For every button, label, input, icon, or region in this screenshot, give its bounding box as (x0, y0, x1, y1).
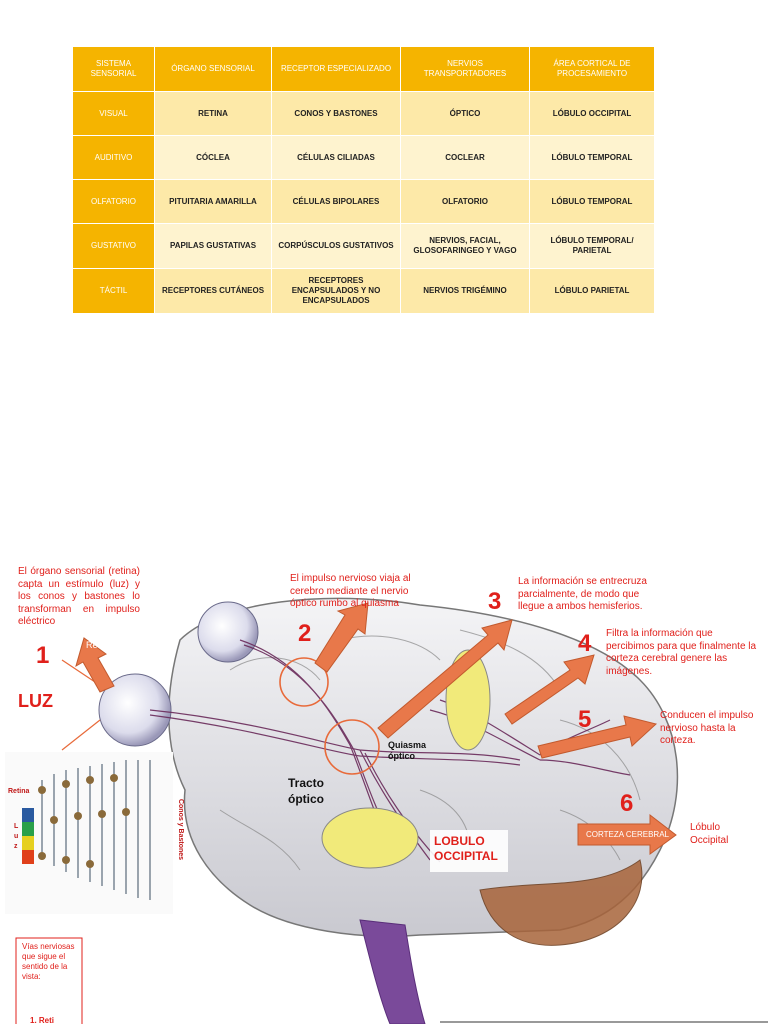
tracto-label: Tracto óptico (287, 776, 324, 806)
brain-illustration (5, 597, 768, 1024)
table-cell: COCLEAR (400, 135, 530, 180)
table-cell: LÓBULO TEMPORAL (529, 135, 655, 180)
lobulo-label: LOBULO OCCIPITAL (434, 834, 498, 863)
table-row: OLFATORIO PITUITARIA AMARILLA CÉLULAS BI… (72, 179, 655, 224)
step4-text: Filtra la información que percibimos par… (606, 628, 757, 677)
step6-number: 6 (620, 790, 634, 817)
luz-vertical-label: Luz (14, 823, 19, 850)
table-cell: OLFATORIO (400, 179, 530, 224)
step2-text: El impulso nervioso viaja al cerebro med… (290, 573, 411, 609)
step5-text: Conducen el impulso nervioso hasta la co… (660, 710, 754, 746)
row-header-cell: GUSTATIVO (72, 223, 155, 269)
step4-number: 4 (578, 630, 592, 657)
table-cell: NERVIOS, FACIAL, GLOSOFARINGEO Y VAGO (400, 223, 530, 269)
step1-text: El órgano sensorial (retina) capta un es… (18, 566, 140, 627)
vias-box (15, 937, 83, 1024)
table-cell: PAPILAS GUSTATIVAS (154, 223, 272, 269)
corteza-arrow-label: CORTEZA CEREBRAL (586, 830, 669, 839)
arrow-3 (377, 619, 513, 739)
table-header-row: SISTEMA SENSORIAL ÓRGANO SENSORIAL RECEP… (72, 46, 655, 92)
vias-list-item: 1. Reti (30, 1016, 55, 1025)
vias-box-text: Vías nerviosas que sigue el sentido de l… (22, 942, 75, 981)
sensory-systems-table: SISTEMA SENSORIAL ÓRGANO SENSORIAL RECEP… (72, 46, 655, 314)
luz-label: LUZ (18, 691, 53, 711)
table-cell: LÓBULO OCCIPITAL (529, 91, 655, 136)
step5-number: 5 (578, 706, 592, 733)
quiasma-label: Quiasma óptico (388, 740, 427, 761)
table-row: GUSTATIVO PAPILAS GUSTATIVAS CORPÚSCULOS… (72, 223, 655, 269)
visual-pathway-diagram: El órgano sensorial (retina) capta un es… (0, 560, 768, 1025)
table-row: TÁCTIL RECEPTORES CUTÁNEOS RECEPTORES EN… (72, 268, 655, 314)
arrow-1 (75, 637, 115, 693)
table-cell: CÉLULAS CILIADAS (271, 135, 401, 180)
table-cell: CÉLULAS BIPOLARES (271, 179, 401, 224)
eyeball-front (98, 673, 172, 747)
table-cell: CORPÚSCULOS GUSTATIVOS (271, 223, 401, 269)
header-cell: RECEPTOR ESPECIALIZADO (271, 46, 401, 92)
retina-inset-label: Retina (8, 788, 30, 795)
retina-neurons (38, 774, 130, 868)
arrow-2 (314, 602, 369, 673)
table-cell: CONOS Y BASTONES (271, 91, 401, 136)
table-cell: PITUITARIA AMARILLA (154, 179, 272, 224)
table-row: AUDITIVO CÓCLEA CÉLULAS CILIADAS COCLEAR… (72, 135, 655, 180)
table-row: VISUAL RETINA CONOS Y BASTONES ÓPTICO LÓ… (72, 91, 655, 136)
table-cell: RECEPTORES CUTÁNEOS (154, 268, 272, 314)
arrow-5 (537, 715, 658, 759)
occipital-nucleus (321, 807, 419, 869)
brainstem (359, 919, 426, 1024)
step2-number: 2 (298, 620, 312, 647)
retina-tag: Retina (86, 640, 113, 650)
cerebellum (479, 859, 643, 946)
conos-vertical-label: Conos y Bastones (177, 798, 185, 861)
table-cell: RECEPTORES ENCAPSULADOS Y NO ENCAPSULADO… (271, 268, 401, 314)
arrow-4 (504, 654, 595, 725)
step6-text: Lóbulo Occipital (690, 822, 729, 846)
table-cell: CÓCLEA (154, 135, 272, 180)
table-cell: LÓBULO PARIETAL (529, 268, 655, 314)
row-header-cell: AUDITIVO (72, 135, 155, 180)
table-cell: NERVIOS TRIGÉMINO (400, 268, 530, 314)
light-spectrum (22, 808, 34, 864)
table-cell: RETINA (154, 91, 272, 136)
arrow-6 (577, 813, 677, 855)
table-cell: LÓBULO TEMPORAL/ PARIETAL (529, 223, 655, 269)
header-cell: ÁREA CORTICAL DE PROCESAMIENTO (529, 46, 655, 92)
highlight-circle (324, 719, 380, 775)
table-cell: LÓBULO TEMPORAL (529, 179, 655, 224)
step3-number: 3 (488, 588, 502, 615)
step3-text: La información se entrecruza parcialment… (518, 576, 647, 612)
row-header-cell: VISUAL (72, 91, 155, 136)
row-header-cell: OLFATORIO (72, 179, 155, 224)
highlight-circle (279, 657, 329, 707)
header-cell: SISTEMA SENSORIAL (72, 46, 155, 92)
lobulo-label-box (430, 830, 508, 872)
table-cell: ÓPTICO (400, 91, 530, 136)
eyeball-top (197, 601, 259, 663)
header-cell: ÓRGANO SENSORIAL (154, 46, 272, 92)
row-header-cell: TÁCTIL (72, 268, 155, 314)
header-cell: NERVIOS TRANSPORTADORES (400, 46, 530, 92)
step1-number: 1 (36, 642, 50, 669)
